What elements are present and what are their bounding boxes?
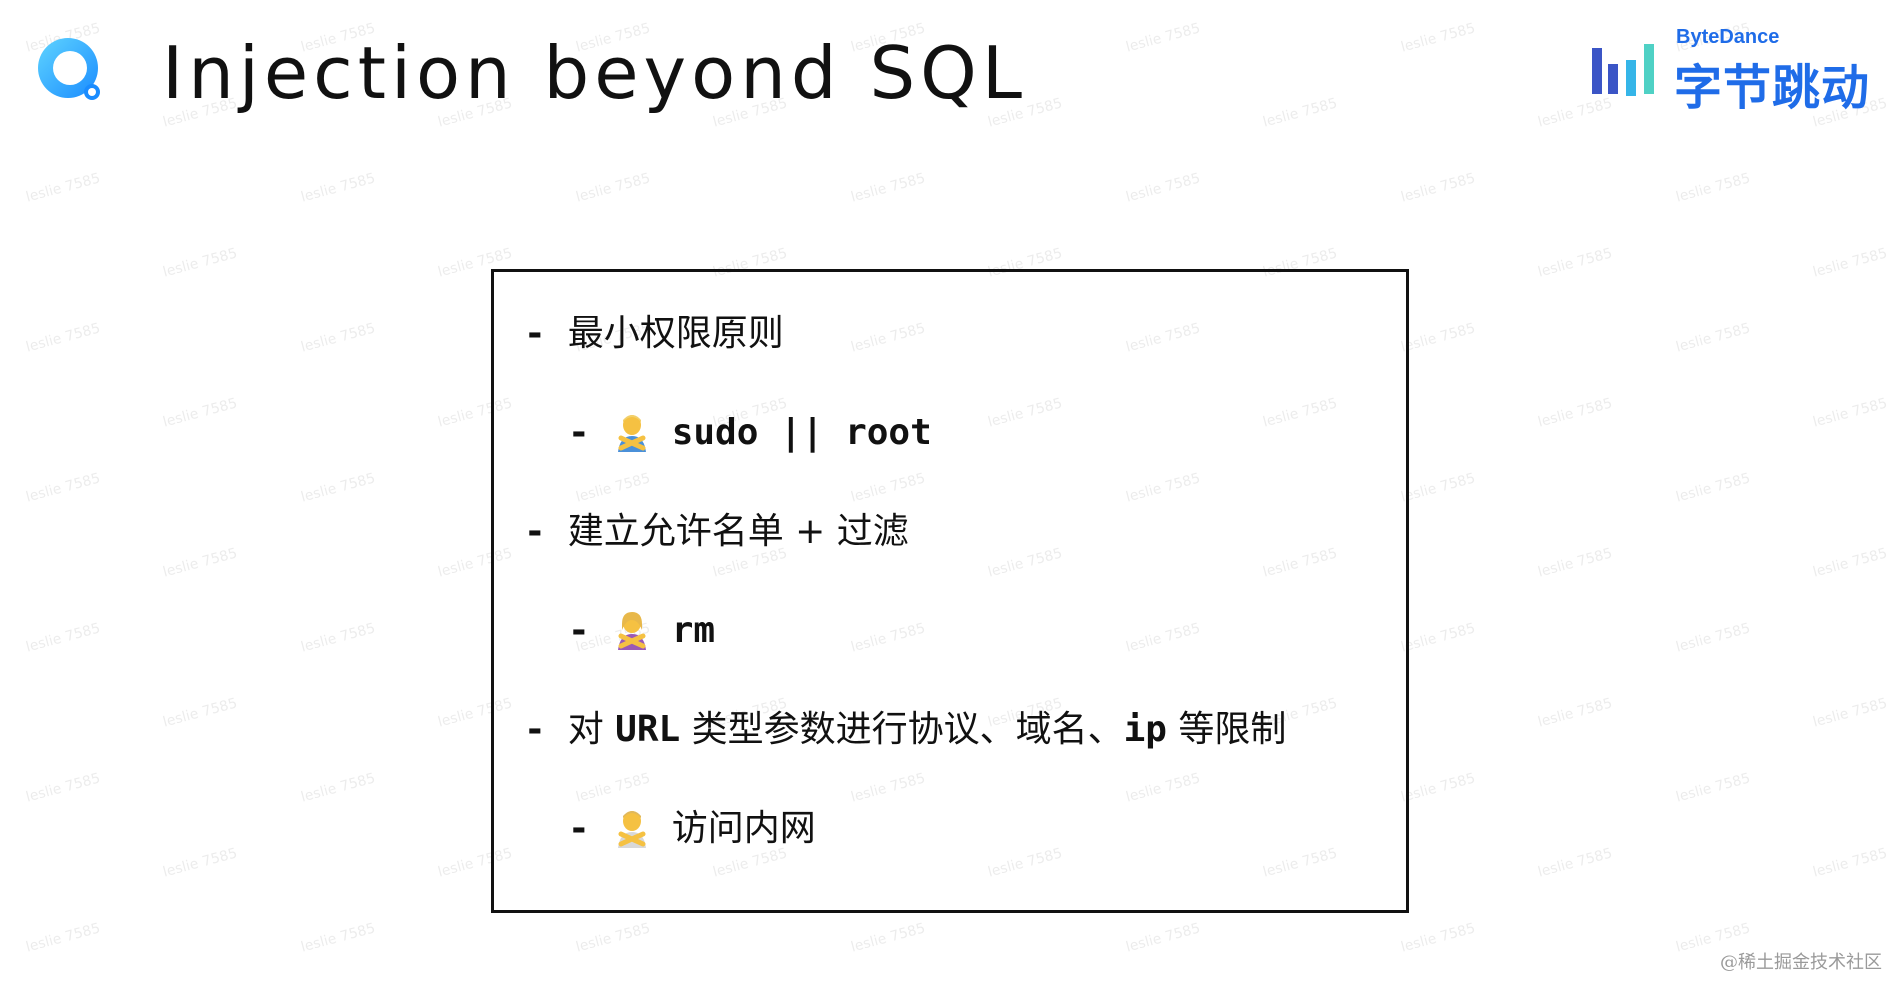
brand-name-en: ByteDance xyxy=(1676,26,1780,48)
watermark-text: leslie 7585 xyxy=(24,770,103,806)
content-box xyxy=(491,269,1409,913)
watermark-text: leslie 7585 xyxy=(1124,20,1203,56)
brand-name-cn: 字节跳动 xyxy=(1674,60,1871,116)
bullet-dash: - xyxy=(524,709,546,750)
list-item-text-part: 对 xyxy=(567,709,616,750)
watermark-text: leslie 7585 xyxy=(24,470,103,506)
watermark-text: leslie 7585 xyxy=(1674,770,1753,806)
person-gesturing-no-icon xyxy=(617,811,646,848)
watermark-text: leslie 7585 xyxy=(1811,545,1888,581)
bullet-dash: - xyxy=(568,610,590,651)
watermark-text: leslie 7585 xyxy=(849,920,928,956)
footer-credit: @稀土掘金技术社区 xyxy=(1720,952,1882,973)
watermark-text: leslie 7585 xyxy=(24,620,103,656)
bullet-dash: - xyxy=(568,808,590,849)
watermark-text: leslie 7585 xyxy=(1399,170,1478,206)
watermark-text: leslie 7585 xyxy=(574,920,653,956)
list-item-text: sudo || root xyxy=(671,412,932,453)
list-item-text-part: URL xyxy=(615,709,681,750)
circle-q-logo-icon xyxy=(38,38,100,100)
watermark-text: leslie 7585 xyxy=(24,170,103,206)
watermark-text: leslie 7585 xyxy=(849,170,928,206)
watermark-text: leslie 7585 xyxy=(299,170,378,206)
bullet-dash: - xyxy=(524,313,546,354)
list-item-text: 建立允许名单 + 过滤 xyxy=(567,511,909,552)
watermark-text: leslie 7585 xyxy=(1674,470,1753,506)
list-item: -建立允许名单 + 过滤 xyxy=(524,510,909,554)
watermark-text: leslie 7585 xyxy=(1536,845,1615,881)
watermark-text: leslie 7585 xyxy=(161,395,240,431)
watermark-text: leslie 7585 xyxy=(1399,620,1478,656)
watermark-text: leslie 7585 xyxy=(299,620,378,656)
watermark-text: leslie 7585 xyxy=(24,320,103,356)
list-item-text-part: 等限制 xyxy=(1166,709,1287,750)
watermark-text: leslie 7585 xyxy=(299,320,378,356)
person-gesturing-no-icon xyxy=(617,415,646,452)
person-gesturing-no-icon xyxy=(617,612,646,650)
list-item-text-part: 类型参数进行协议、域名、 xyxy=(680,709,1124,750)
watermark-text: leslie 7585 xyxy=(299,920,378,956)
watermark-text: leslie 7585 xyxy=(574,170,653,206)
watermark-text: leslie 7585 xyxy=(1536,695,1615,731)
list-item: - 访问内网 xyxy=(568,807,816,851)
watermark-text: leslie 7585 xyxy=(1399,470,1478,506)
list-item-text: 最小权限原则 xyxy=(567,313,784,354)
watermark-text: leslie 7585 xyxy=(1399,770,1478,806)
watermark-text: leslie 7585 xyxy=(1674,620,1753,656)
watermark-text: leslie 7585 xyxy=(1811,695,1888,731)
list-item-text-part: ip xyxy=(1123,709,1167,750)
bytedance-brand: ByteDance 字节跳动 xyxy=(1592,26,1869,116)
bytedance-logo-icon xyxy=(1592,44,1654,96)
watermark-text: leslie 7585 xyxy=(161,695,240,731)
watermark-text: leslie 7585 xyxy=(24,920,103,956)
watermark-text: leslie 7585 xyxy=(299,770,378,806)
watermark-text: leslie 7585 xyxy=(1811,845,1888,881)
bullet-dash: - xyxy=(524,511,546,552)
watermark-text: leslie 7585 xyxy=(1811,245,1888,281)
list-item: - rm xyxy=(568,609,715,653)
watermark-text: leslie 7585 xyxy=(299,470,378,506)
list-item: -对 URL 类型参数进行协议、域名、ip 等限制 xyxy=(524,708,1286,752)
list-item: -最小权限原则 xyxy=(524,312,784,356)
watermark-text: leslie 7585 xyxy=(1399,20,1478,56)
watermark-text: leslie 7585 xyxy=(1399,920,1478,956)
watermark-text: leslie 7585 xyxy=(1536,395,1615,431)
watermark-text: leslie 7585 xyxy=(1536,545,1615,581)
list-item-text: 访问内网 xyxy=(671,808,816,849)
slide-title: Injection beyond SQL xyxy=(162,31,1027,115)
watermark-text: leslie 7585 xyxy=(1124,920,1203,956)
watermark-text: leslie 7585 xyxy=(1261,95,1340,131)
watermark-text: leslie 7585 xyxy=(161,845,240,881)
watermark-text: leslie 7585 xyxy=(161,545,240,581)
list-item: - sudo || root xyxy=(568,411,932,455)
watermark-text: leslie 7585 xyxy=(1124,170,1203,206)
bullet-dash: - xyxy=(568,412,590,453)
watermark-text: leslie 7585 xyxy=(1674,170,1753,206)
watermark-text: leslie 7585 xyxy=(1674,320,1753,356)
list-item-text: rm xyxy=(671,610,716,651)
watermark-text: leslie 7585 xyxy=(161,245,240,281)
watermark-text: leslie 7585 xyxy=(1536,245,1615,281)
watermark-text: leslie 7585 xyxy=(1811,395,1888,431)
watermark-text: leslie 7585 xyxy=(1399,320,1478,356)
